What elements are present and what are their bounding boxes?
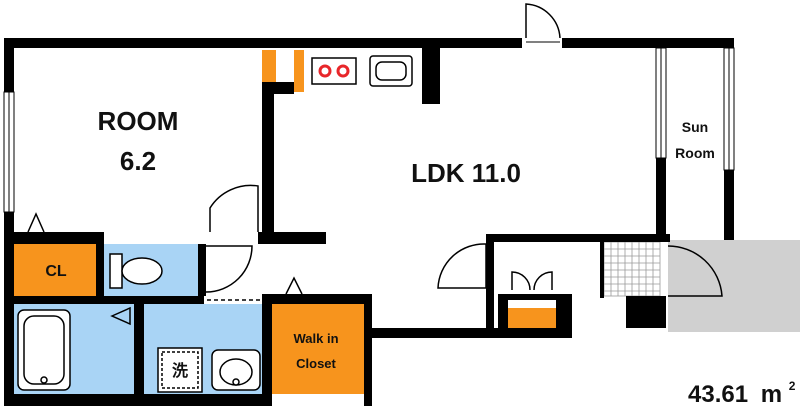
wall-kitchen-front [272, 82, 294, 94]
door-ldk-entry [437, 243, 487, 289]
walk-in-closet [270, 304, 364, 394]
door-entrance [667, 245, 723, 297]
wall-kitchen-post [422, 48, 440, 104]
closet-cl [14, 244, 96, 296]
doors [27, 3, 723, 326]
wall-top [4, 38, 734, 48]
fixtures [17, 55, 413, 393]
door-storage-right [533, 271, 553, 291]
door-top-entry [525, 3, 561, 39]
wall-room-bottom [14, 232, 98, 244]
door-room [209, 184, 259, 232]
sun-room-label-line1: Sun [682, 119, 708, 135]
walk-in-closet-label-line1: Walk in [293, 331, 338, 346]
wall-storage-top [498, 294, 572, 300]
wall-sun-right-bottom [724, 170, 734, 240]
wall-bottom [4, 394, 272, 406]
door-wic [285, 276, 303, 295]
sun-room-label-line2: Room [675, 145, 715, 161]
wall-wic-top [262, 294, 370, 304]
kitchen-panel-left [262, 50, 276, 82]
total-area-unit: m [761, 381, 782, 408]
wall-room-ldk [262, 82, 274, 242]
wall-toilet-bath [14, 296, 204, 304]
washing-machine-icon [157, 347, 203, 393]
wall-entry-step [600, 242, 604, 298]
burner-right-icon [336, 64, 350, 78]
door-closet-cl [27, 212, 45, 233]
wall-toilet-right [198, 244, 206, 296]
wall-left [4, 38, 14, 406]
wall-storage-right [556, 296, 572, 338]
wall-bath-laundry [134, 304, 144, 394]
door-storage-left [511, 271, 531, 291]
room-size: 6.2 [120, 146, 156, 176]
entrance-tiles [603, 241, 661, 297]
toilet-tank-icon [109, 253, 123, 289]
wall-laundry-wic [262, 296, 272, 394]
wall-room-bottom-2 [258, 232, 326, 244]
laundry-glyph: 洗 [172, 361, 188, 380]
fills [14, 50, 800, 394]
closet-label: CL [45, 263, 67, 280]
wall-entry-top [486, 234, 670, 242]
wall-ldk-bottom [364, 328, 572, 338]
storage-small [508, 308, 556, 330]
window-top-door-gap [522, 38, 562, 48]
kitchen-panel-right [294, 50, 304, 92]
ldk-label: LDK 11.0 [411, 158, 521, 188]
wall-shoe-box [626, 296, 666, 328]
total-area-value: 43.61 [688, 381, 748, 408]
total-area-exponent: 2 [789, 379, 796, 393]
wall-wic-right [364, 294, 372, 406]
total-area: 43.61 m 2 [688, 379, 796, 408]
walk-in-closet-label-line2: Closet [296, 356, 336, 371]
wall-cl-toilet [96, 232, 104, 302]
windows [3, 38, 735, 213]
door-toilet [205, 245, 253, 293]
door-bath [110, 306, 131, 326]
wall-entry-left [486, 234, 494, 330]
toilet-bowl-icon [121, 257, 163, 285]
burner-left-icon [318, 64, 332, 78]
wall-storage-left [498, 296, 508, 332]
balcony-area [668, 240, 800, 332]
room-label: ROOM [98, 106, 179, 136]
